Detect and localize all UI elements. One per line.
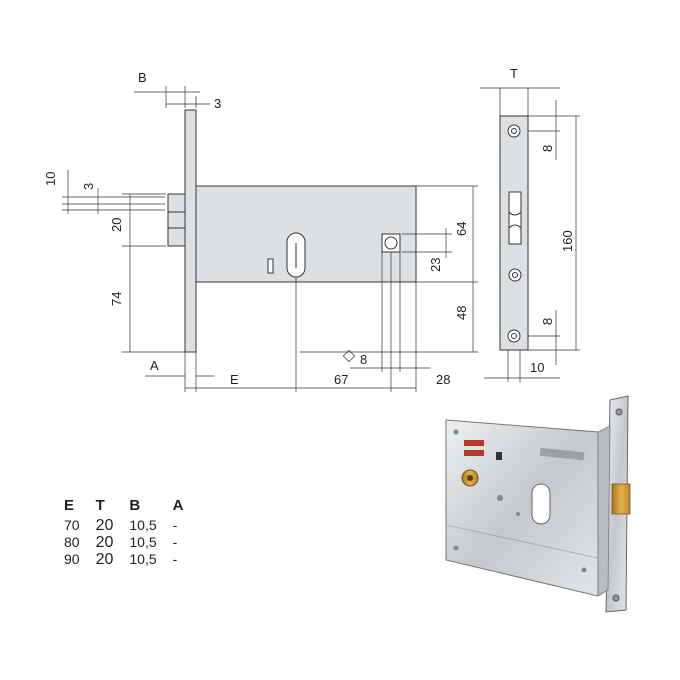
lock-product-illustration [445,395,631,613]
dim-A: A [150,358,159,373]
follower-circle [384,236,398,250]
dim-74: 74 [109,292,124,306]
cell-E: 80 [64,534,80,550]
dim-10-side: 10 [530,360,544,375]
cell-A: - [172,517,178,533]
header-B: B [129,496,141,514]
dimension-labels: B T 3 10 3 20 74 64 23 48 8 A E 67 28 8 … [43,66,575,387]
dim-20: 20 [109,218,124,232]
table-row: 70 20 10,5 - [58,517,193,534]
dim-48: 48 [454,306,469,320]
side-dimension-lines [480,87,580,382]
cell-T: 20 [95,517,114,534]
dim-8-bottom: 8 [360,352,367,367]
faceplate [184,109,197,353]
dim-23: 23 [428,258,443,272]
spec-table-header: E T B A [58,496,193,517]
cell-T: 20 [95,551,114,568]
table-row: 80 20 10,5 - [58,534,193,551]
header-T: T [95,496,105,514]
bolt-window [508,191,522,245]
header-A: A [172,496,184,514]
dim-3-top: 3 [214,96,221,111]
front-dimension-lines [62,86,478,392]
dim-10: 10 [43,172,58,186]
dim-T: T [510,66,518,81]
side-view [499,115,529,351]
cell-E: 70 [64,517,80,533]
dim-8-side-top: 8 [540,145,555,152]
dim-8-side-low: 8 [540,318,555,325]
dim-160: 160 [560,230,575,252]
screw-hole-bottom [507,329,521,343]
dim-E: E [230,372,239,387]
dim-64: 64 [454,222,469,236]
photo-brass-bolt [611,483,631,515]
dim-B: B [138,70,147,85]
header-E: E [64,496,75,514]
dim-3-side: 3 [81,183,96,190]
cell-A: - [172,534,178,550]
follower-hole [508,268,522,282]
cell-E: 90 [64,551,80,567]
spec-table: E T B A 70 20 10,5 - 80 20 10,5 - 90 20 … [58,496,193,569]
lock-body [195,185,417,283]
dim-28: 28 [436,372,450,387]
cell-T: 20 [95,534,114,551]
dim-67: 67 [334,372,348,387]
cell-B: 10,5 [129,534,157,550]
cell-B: 10,5 [129,551,157,567]
cell-B: 10,5 [129,517,157,533]
latch-bolt [167,193,186,247]
table-row: 90 20 10,5 - [58,551,193,568]
screw-hole-top [507,124,521,138]
front-view [167,109,417,353]
cell-A: - [172,551,178,567]
photo-lock-body [445,419,599,597]
square-hole [267,258,274,274]
